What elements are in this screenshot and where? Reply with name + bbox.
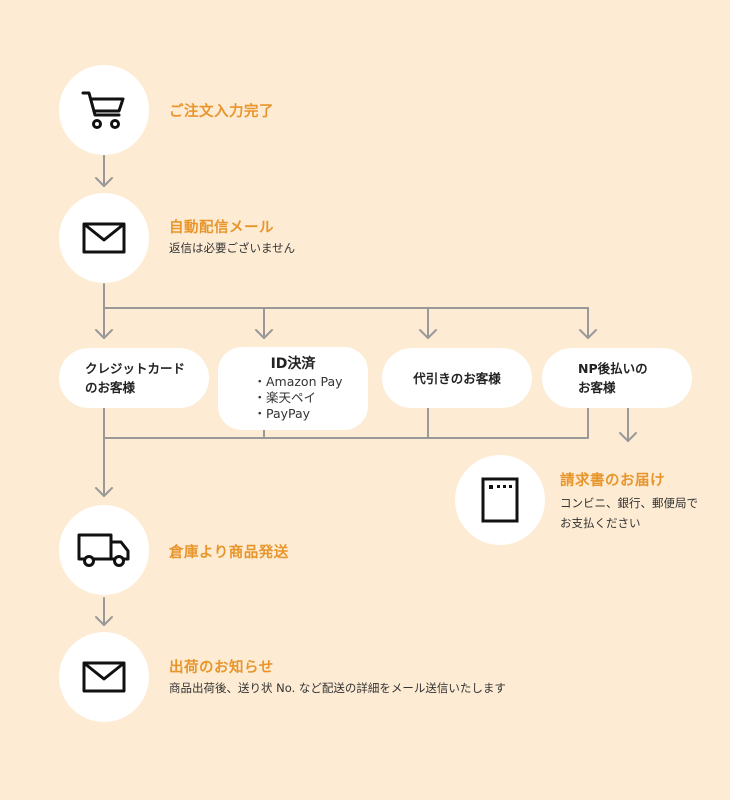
shipping-title: 倉庫より商品発送 xyxy=(169,545,289,561)
shipment-notice-title: 出荷のお知らせ xyxy=(169,660,274,676)
order-complete-circle xyxy=(59,65,149,155)
invoice-circle xyxy=(455,455,545,545)
id-payment-item-amazon: ・Amazon Pay xyxy=(253,374,343,389)
auto-email-circle xyxy=(59,193,149,283)
credit-card-label-line-2: のお客様 xyxy=(85,380,136,395)
invoice-subtitle-line-1: コンビニ、銀行、郵便局で xyxy=(560,496,698,510)
mail-icon xyxy=(82,661,126,693)
shipment-notice-subtitle: 商品出荷後、送り状 No. など配送の詳細をメール送信いたします xyxy=(169,681,506,695)
truck-icon xyxy=(77,533,130,567)
invoice-icon xyxy=(481,477,519,523)
invoice-title: 請求書のお届け xyxy=(560,473,665,489)
cart-icon xyxy=(81,91,125,129)
id-payment-item-rakuten: ・楽天ペイ xyxy=(253,390,316,405)
auto-email-subtitle: 返信は必要ございません xyxy=(169,241,296,255)
np-postpay-option: NP後払いの お客様 xyxy=(542,348,692,408)
np-label-line-2: お客様 xyxy=(578,380,616,395)
id-payment-item-paypay: ・PayPay xyxy=(253,406,311,421)
id-payment-title: ID決済 xyxy=(270,356,316,372)
cod-label: 代引きのお客様 xyxy=(413,370,501,386)
mail-icon xyxy=(82,222,126,254)
shipment-notice-circle xyxy=(59,632,149,722)
order-complete-title: ご注文入力完了 xyxy=(169,104,274,120)
np-label-line-1: NP後払いの xyxy=(578,361,648,376)
credit-card-label-line-1: クレジットカード xyxy=(85,361,186,376)
invoice-subtitle-line-2: お支払ください xyxy=(560,516,641,530)
shipping-circle xyxy=(59,505,149,595)
credit-card-option: クレジットカード のお客様 xyxy=(59,348,209,408)
auto-email-title: 自動配信メール xyxy=(169,220,274,236)
cod-option: 代引きのお客様 xyxy=(382,348,532,408)
id-payment-option: ID決済 ・Amazon Pay ・楽天ペイ ・PayPay xyxy=(218,347,368,430)
